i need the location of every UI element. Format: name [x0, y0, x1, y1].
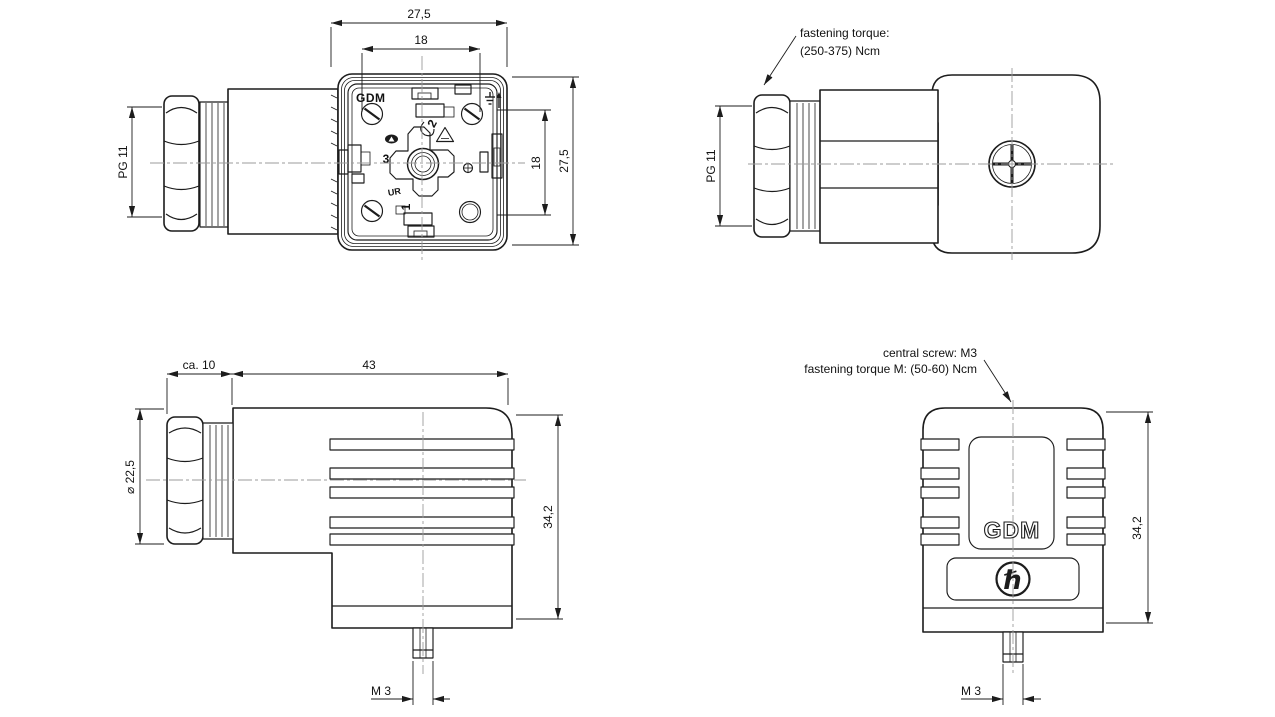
connector-body	[819, 89, 939, 244]
vde-oval-mark	[385, 134, 398, 144]
brand-text: GDM	[356, 91, 386, 105]
cable-gland	[166, 416, 234, 545]
dim-label-height: 34,2	[1130, 516, 1144, 540]
corner-screws	[360, 102, 484, 224]
cooling-ribs	[920, 438, 1106, 546]
dim-label-entry: ca. 10	[183, 358, 216, 372]
dim-label-gland: PG 11	[704, 149, 718, 182]
dim-label-diameter: ⌀ 22,5	[123, 460, 137, 494]
cable-gland	[753, 94, 821, 238]
note-central-screw-line2: fastening torque M: (50-60) Ncm	[804, 362, 977, 376]
contact-carrier	[389, 126, 455, 197]
note-fastening-torque-line1: fastening torque:	[800, 26, 889, 40]
dim-label-width-outer: 27,5	[407, 7, 431, 21]
brand-text: GDM	[984, 517, 1041, 543]
earth-screw-icon	[462, 162, 474, 174]
side-view-assembled: PG 11 fastening torque: (250-375) Ncm	[704, 26, 1116, 260]
pin-number-1: 1	[399, 203, 413, 210]
contact-slots	[338, 84, 503, 238]
dimensions-side: ca. 10 43 ⌀ 22,5 34,2 M 3	[123, 358, 563, 705]
label-panel	[968, 436, 1055, 550]
note-central-screw-line1: central screw: M3	[883, 346, 977, 360]
dim-label-width-inner: 18	[414, 33, 428, 47]
ul-recognized-mark: UR	[387, 186, 402, 198]
dim-label-gland: PG 11	[116, 145, 130, 178]
cable-gland	[163, 95, 229, 232]
leader-arrow	[763, 35, 797, 86]
dimensions-rear: 34,2 M 3	[961, 411, 1153, 705]
dim-label-height-outer: 27,5	[557, 149, 571, 173]
dimensions-front: 27,5 18 PG 11 18 27,5	[116, 7, 579, 246]
dim-label-screw: M 3	[371, 684, 391, 698]
dim-label-body: 43	[362, 358, 376, 372]
cooling-ribs	[329, 438, 515, 546]
dim-label-screw: M 3	[961, 684, 981, 698]
front-view: GDM	[116, 7, 579, 260]
note-fastening-torque-line2: (250-375) Ncm	[800, 44, 880, 58]
pin-number-3: 3	[383, 152, 390, 166]
ground-symbol-icon	[485, 92, 502, 108]
side-view: ca. 10 43 ⌀ 22,5 34,2 M 3	[123, 358, 563, 705]
dim-label-height: 34,2	[541, 505, 555, 529]
dimensions-side-assembled: PG 11	[704, 105, 752, 227]
rear-view: GDM ℏ central screw: M3 fastening torque…	[804, 346, 1153, 705]
leader-arrow	[983, 359, 1012, 403]
central-bushing	[406, 147, 440, 181]
serration-ticks	[330, 94, 338, 231]
dim-label-height-inner: 18	[529, 156, 543, 170]
vde-triangle-mark	[435, 126, 455, 143]
connector-body	[227, 88, 339, 235]
